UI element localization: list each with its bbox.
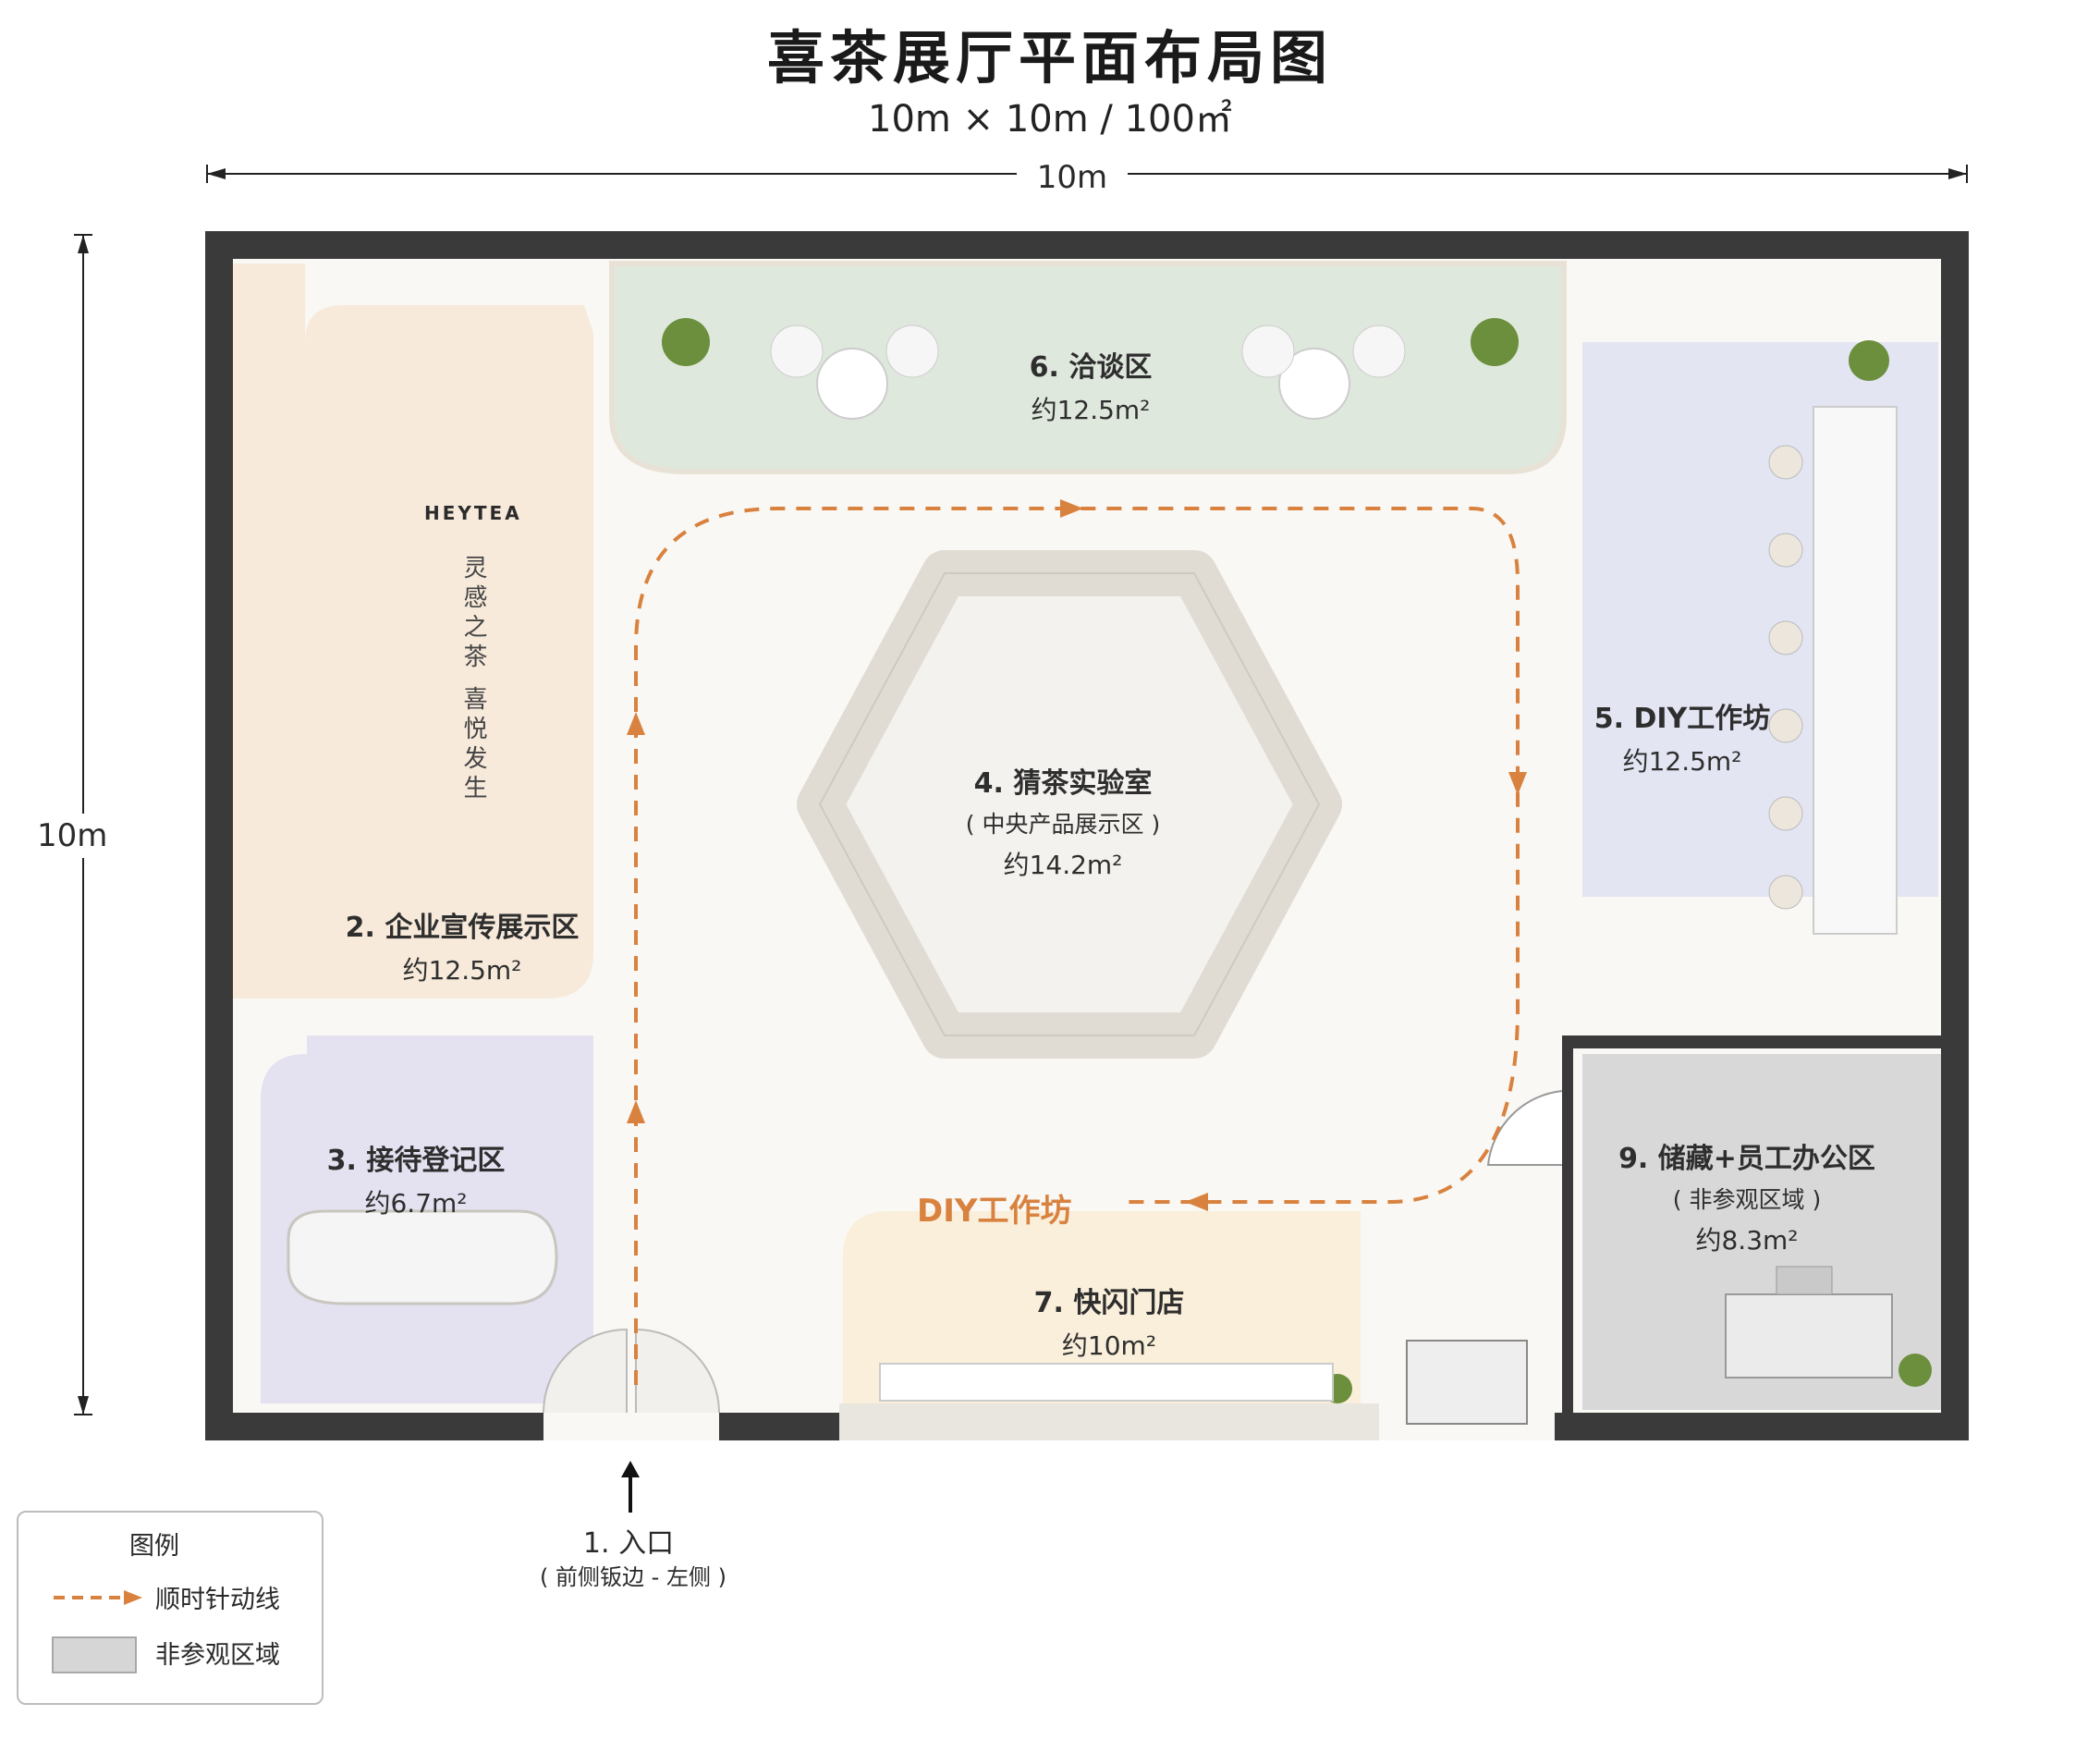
legend: 图例 顺时针动线 非参观区域 [17,1511,324,1705]
floor-plan [205,231,1969,1440]
flow-arrow-right [1060,499,1083,518]
reception-zone-label: 3. 接待登记区 约6.7m² [326,1145,506,1219]
flow-arrow-down [1508,772,1527,795]
entry-label: 1. 入口 [582,1527,675,1560]
promo-zone-bg [233,263,593,999]
meeting-zone-label: 6. 洽谈区 约12.5m² [1029,351,1153,425]
height-dimension-label: 10m [37,814,108,858]
popup-zone-bg [843,1211,1361,1403]
legend-flow-icon [54,1590,142,1605]
page-title: 喜茶展厅平面布局图 [766,24,1333,92]
flow-path [634,507,1520,1385]
slogan-line-1: 灵感之茶 [459,555,487,673]
brand-logo-text: HEYTEA [424,502,522,524]
width-dimension-label: 10m [1017,159,1128,196]
lab-zone-label: 4. 猜茶实验室 ( 中央产品展示区 ) 约14.2m² [965,767,1161,880]
storage-zone-label: 9. 储藏+员工办公区 ( 非参观区域 ) 约8.3m² [1618,1143,1875,1256]
slogan-line-2: 喜悦发生 [459,686,487,804]
flow-destination-label: DIY工作坊 [917,1193,1072,1230]
legend-flow-label: 顺时针动线 [155,1586,280,1614]
flow-arrow-up [627,712,645,735]
page-subtitle: 10m × 10m / 100㎡ [868,98,1232,141]
entry-note: ( 前侧钣边 - 左侧 ) [540,1564,726,1590]
promo-zone-label: 2. 企业宣传展示区 约12.5m² [345,912,580,986]
diy-zone-label: 5. DIY工作坊 约12.5m² [1593,703,1771,777]
entry-arrow-icon [621,1461,640,1513]
legend-restricted-label: 非参观区域 [155,1641,280,1670]
flow-arrow-up-2 [627,1100,645,1123]
popup-zone-label: 7. 快闪门店 约10m² [1033,1287,1185,1361]
flow-arrow-left [1185,1193,1208,1211]
legend-restricted-swatch [52,1636,137,1673]
legend-title: 图例 [129,1532,179,1561]
